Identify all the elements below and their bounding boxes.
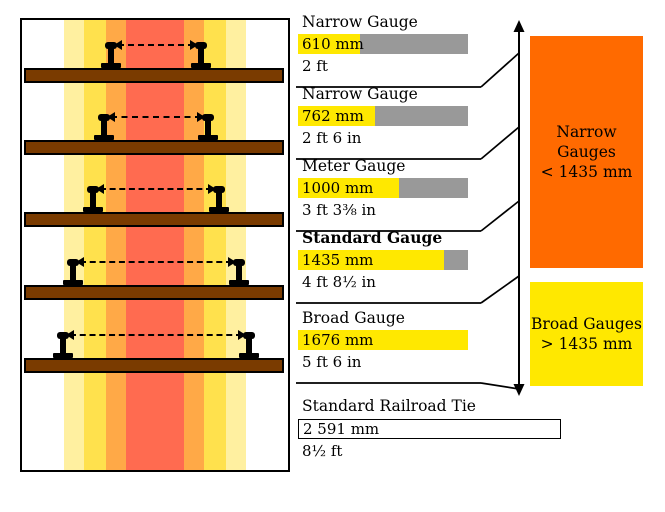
gauge-bar-fill xyxy=(298,330,468,350)
narrow-gauges-range: < 1435 mm xyxy=(540,163,633,181)
gauge-metric: 1000 mm xyxy=(302,179,374,197)
railroad-tie xyxy=(24,68,284,83)
gauge-row: Meter Gauge 1000 mm 3 ft 3⅜ in xyxy=(298,156,508,219)
gauge-name: Standard Gauge xyxy=(302,228,443,247)
gauge-bar-remainder xyxy=(399,178,468,198)
gauge-name: Narrow Gauge xyxy=(302,13,418,31)
gauge-bar-fill xyxy=(298,178,400,198)
railroad-tie xyxy=(24,212,284,227)
gauge-row: Standard Gauge 1435 mm 4 ft 8½ in xyxy=(298,228,508,291)
gauge-bar-fill xyxy=(298,250,444,270)
rail-profile-icon xyxy=(63,259,84,285)
rail-profile-icon xyxy=(228,259,249,285)
tie-length-box: 2 591 mm xyxy=(298,419,561,439)
broad-gauges-box: Broad Gauges > 1435 mm xyxy=(530,282,643,386)
tie-title: Standard Railroad Tie xyxy=(302,397,476,415)
tie-info: Standard Railroad Tie 2 591 mm 8½ ft xyxy=(298,396,578,460)
rail-profile-icon xyxy=(83,186,103,212)
narrow-gauges-box: Narrow Gauges < 1435 mm xyxy=(530,36,643,268)
gauge-bar-fill xyxy=(298,106,376,126)
gauge-width-arrow xyxy=(76,257,236,267)
gauge-bar: 1435 mm xyxy=(298,250,468,270)
rail-profile-icon xyxy=(209,186,229,212)
range-arrow-head-down xyxy=(513,384,525,396)
gauge-width-arrow xyxy=(106,112,205,122)
gauge-imperial: 2 ft xyxy=(302,57,328,75)
railroad-tie xyxy=(24,285,284,300)
gauge-bar-remainder xyxy=(375,106,468,126)
rail-profile-icon xyxy=(93,114,114,140)
gauge-bar-remainder xyxy=(359,34,468,54)
gauge-name: Narrow Gauge xyxy=(302,85,418,103)
gauge-imperial: 3 ft 3⅜ in xyxy=(302,201,376,219)
gauge-imperial: 5 ft 6 in xyxy=(302,353,362,371)
tie-metric: 2 591 mm xyxy=(303,420,380,438)
rail-profile-icon xyxy=(191,42,212,68)
connector-line xyxy=(480,382,520,390)
railroad-tie xyxy=(24,140,284,155)
rail-profile-icon xyxy=(198,114,219,140)
range-arrow-head-up xyxy=(513,20,525,32)
gauge-name: Broad Gauge xyxy=(302,309,405,327)
broad-gauges-label: Broad Gauges xyxy=(531,315,642,333)
gauge-width-arrow xyxy=(96,184,216,194)
gauge-bar: 1676 mm xyxy=(298,330,468,350)
broad-gauges-range: > 1435 mm xyxy=(540,335,633,353)
railroad-tie xyxy=(24,358,284,373)
tie-imperial: 8½ ft xyxy=(302,442,343,460)
gauge-row: Narrow Gauge 762 mm 2 ft 6 in xyxy=(298,84,508,147)
rail-profile-icon xyxy=(100,42,121,68)
track-panel xyxy=(20,18,290,472)
gauge-metric: 610 mm xyxy=(302,35,364,53)
gauge-name: Meter Gauge xyxy=(302,157,406,175)
gauge-bar: 1000 mm xyxy=(298,178,468,198)
gauge-bar: 610 mm xyxy=(298,34,468,54)
gauge-bar-fill xyxy=(298,34,360,54)
narrow-gauges-label: Narrow Gauges xyxy=(556,123,617,161)
gauge-width-arrow xyxy=(113,40,199,50)
gauge-bar-remainder xyxy=(443,250,468,270)
gauge-row: Narrow Gauge 610 mm 2 ft xyxy=(298,12,508,75)
rail-profile-icon xyxy=(239,332,260,358)
gauge-width-arrow xyxy=(65,330,247,340)
gauge-row: Broad Gauge 1676 mm 5 ft 6 in xyxy=(298,308,508,371)
rail-profile-icon xyxy=(52,332,73,358)
gauge-imperial: 4 ft 8½ in xyxy=(302,273,376,291)
gauge-metric: 762 mm xyxy=(302,107,364,125)
gauge-imperial: 2 ft 6 in xyxy=(302,129,362,147)
gauge-metric: 1676 mm xyxy=(302,331,374,349)
gauge-bar: 762 mm xyxy=(298,106,468,126)
gauge-metric: 1435 mm xyxy=(302,251,374,269)
